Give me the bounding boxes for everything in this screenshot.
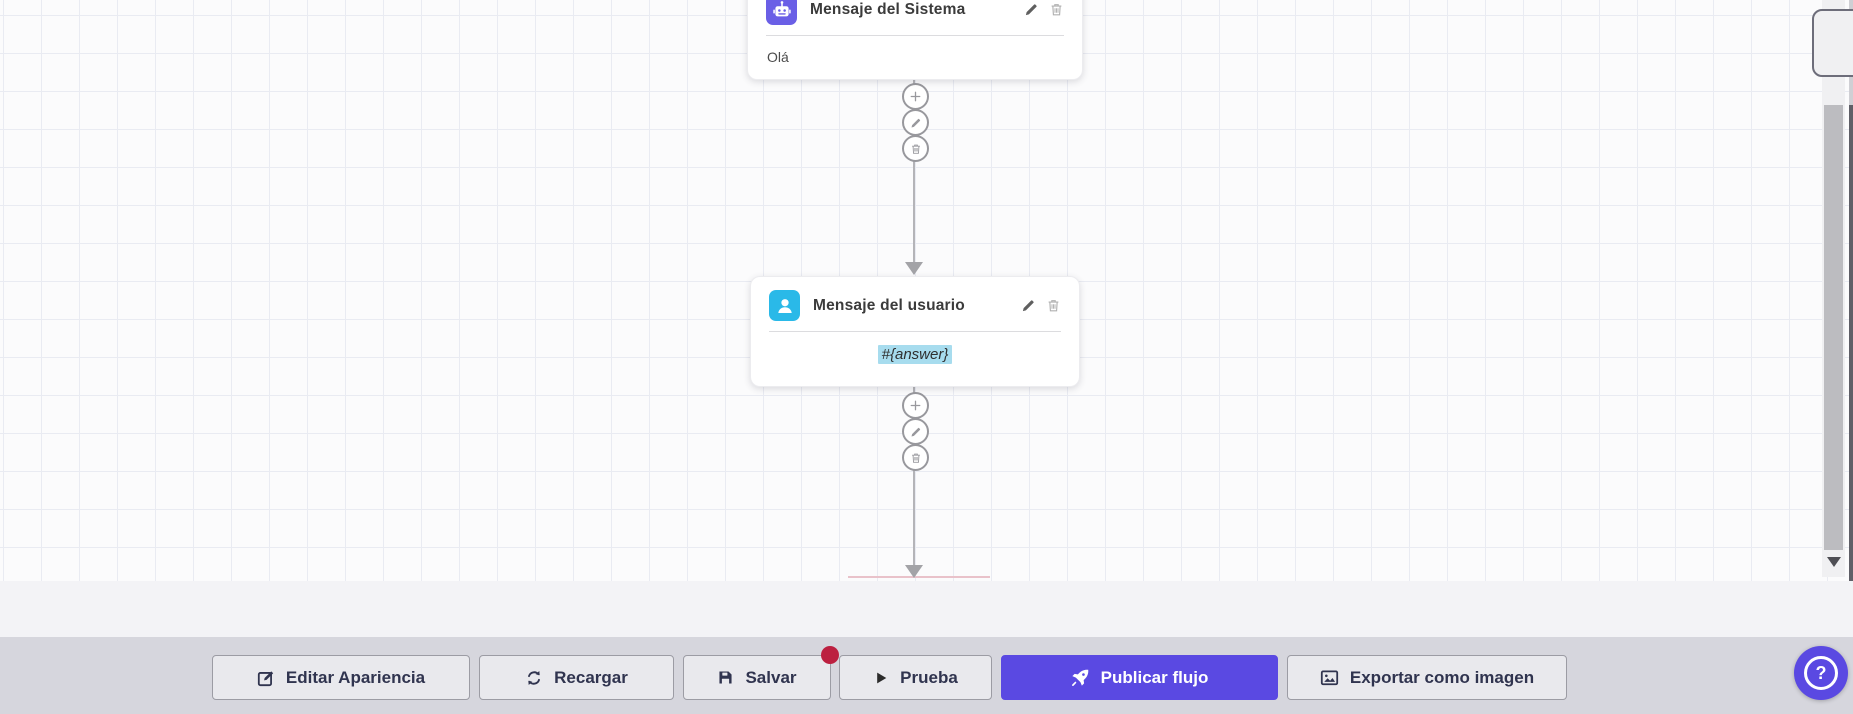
window-edge-scrollbar[interactable] xyxy=(1849,105,1853,714)
divider xyxy=(769,331,1061,332)
node-title: Mensaje del usuario xyxy=(813,296,965,314)
publish-flow-button[interactable]: Publicar flujo xyxy=(1001,655,1278,700)
delete-node-icon[interactable] xyxy=(1045,298,1061,314)
button-label: Publicar flujo xyxy=(1100,667,1209,687)
robot-icon xyxy=(766,0,797,25)
reload-button[interactable]: Recargar xyxy=(479,655,674,700)
button-label: Prueba xyxy=(900,667,958,687)
node-system-message[interactable]: Mensaje del Sistema Olá xyxy=(747,0,1083,80)
edit-node-icon[interactable] xyxy=(1020,298,1036,314)
bottom-toolbar: Editar Apariencia Recargar Salvar xyxy=(0,637,1853,714)
node-content: Olá xyxy=(767,49,789,65)
connector-arrow-icon xyxy=(905,565,923,578)
add-node-button[interactable] xyxy=(902,83,929,110)
question-icon: ? xyxy=(1804,656,1838,690)
connector-arrow-icon xyxy=(905,262,923,275)
flow-canvas[interactable]: Mensaje del Sistema Olá xyxy=(0,0,1853,581)
variable-chip: #{answer} xyxy=(877,345,953,364)
node-header: Mensaje del usuario xyxy=(751,277,1079,331)
node-title: Mensaje del Sistema xyxy=(810,0,966,18)
unsaved-changes-badge xyxy=(821,646,839,664)
divider xyxy=(766,35,1064,36)
scroll-down-arrow-icon[interactable] xyxy=(1827,557,1841,567)
edit-node-icon[interactable] xyxy=(1023,2,1039,18)
connector-line xyxy=(913,80,915,263)
node-user-message[interactable]: Mensaje del usuario #{answer} xyxy=(750,276,1080,387)
export-image-button[interactable]: Exportar como imagen xyxy=(1287,655,1567,700)
footer-strip xyxy=(0,581,1853,637)
delete-node-icon[interactable] xyxy=(1048,2,1064,18)
button-label: Salvar xyxy=(745,667,797,687)
delete-connection-button[interactable] xyxy=(902,135,929,162)
button-label: Editar Apariencia xyxy=(285,667,426,687)
user-icon xyxy=(769,290,800,321)
save-button[interactable]: Salvar xyxy=(683,655,831,700)
edit-connection-button[interactable] xyxy=(902,109,929,136)
delete-connection-button[interactable] xyxy=(902,444,929,471)
add-node-button[interactable] xyxy=(902,392,929,419)
edit-appearance-button[interactable]: Editar Apariencia xyxy=(212,655,470,700)
minimap-panel xyxy=(1812,9,1853,77)
edit-connection-button[interactable] xyxy=(902,418,929,445)
button-label: Recargar xyxy=(554,667,628,687)
test-button[interactable]: Prueba xyxy=(839,655,992,700)
node-content: #{answer} xyxy=(751,332,1079,377)
vertical-scrollbar-thumb[interactable] xyxy=(1824,105,1843,550)
help-button[interactable]: ? xyxy=(1794,646,1848,700)
button-label: Exportar como imagen xyxy=(1349,667,1535,687)
connector-line xyxy=(913,387,915,566)
node-header: Mensaje del Sistema xyxy=(748,0,1082,35)
